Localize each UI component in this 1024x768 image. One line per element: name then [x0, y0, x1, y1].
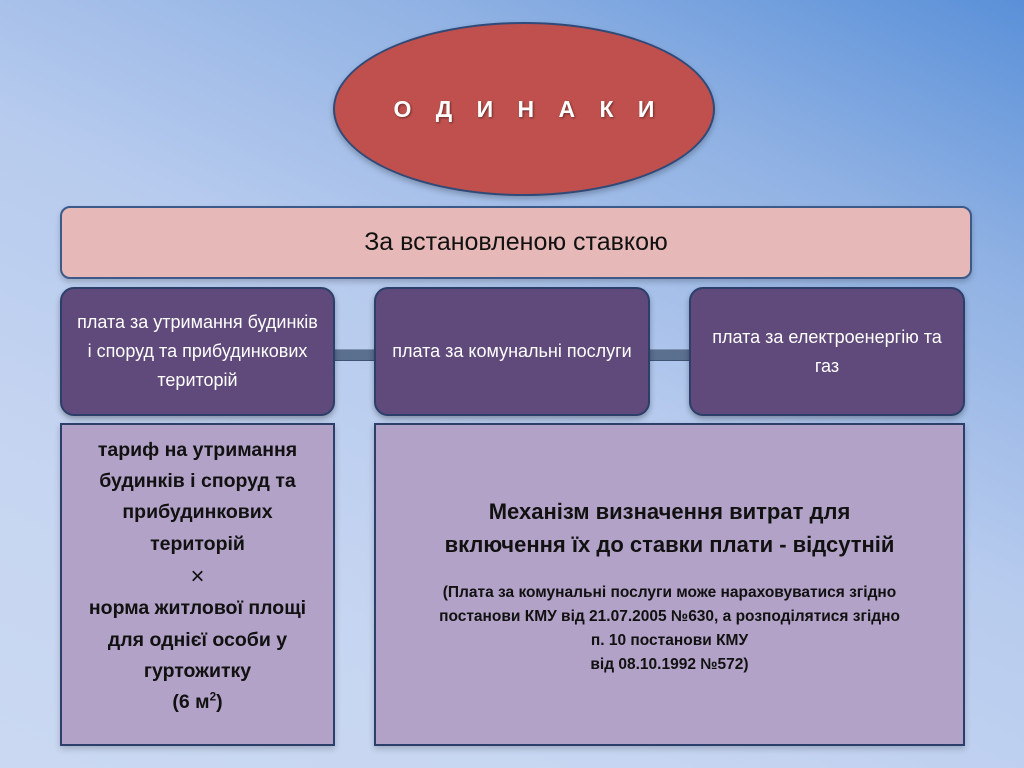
area-norm: (6 м2): [62, 687, 333, 718]
multiply-sign: ×: [190, 562, 205, 590]
formula-line: гуртожитку: [143, 659, 252, 682]
maintenance-formula: тариф на утримання будинків і споруд та …: [62, 435, 333, 718]
maintenance-formula-panel: тариф на утримання будинків і споруд та …: [60, 423, 335, 746]
mechanism-note: (Плата за комунальні послуги може нарахо…: [376, 581, 963, 677]
area-norm-exponent: 2: [209, 690, 217, 704]
mechanism-heading-line: включення їх до ставки плати - відсутній: [444, 532, 895, 557]
category-electricity-gas-label: плата за електроенергію та газ: [712, 326, 942, 376]
category-maintenance-label: плата за утримання будинків і споруд та …: [77, 312, 318, 390]
utilities-mechanism: Механізм визначення витрат для включення…: [376, 495, 963, 677]
title-oval: О Д И Н А К И: [333, 22, 715, 196]
mechanism-heading: Механізм визначення витрат для включення…: [376, 495, 963, 561]
formula-line: будинків і споруд та: [99, 470, 296, 493]
title-text: О Д И Н А К И: [393, 95, 664, 122]
utilities-mechanism-panel: Механізм визначення витрат для включення…: [374, 423, 965, 746]
note-line: від 08.10.1992 №572): [590, 656, 749, 674]
rate-banner: За встановленою ставкою: [60, 206, 972, 279]
formula-line: для однієї особи у: [107, 628, 288, 651]
note-line: (Плата за комунальні послуги може нарахо…: [442, 584, 897, 601]
category-maintenance: плата за утримання будинків і споруд та …: [60, 287, 335, 416]
area-norm-open: (6 м: [172, 690, 210, 713]
formula-line: норма житлової площі: [88, 597, 307, 620]
note-line: п. 10 постанови КМУ: [590, 632, 749, 650]
note-line: постанови КМУ від 21.07.2005 №630, а роз…: [439, 608, 900, 626]
formula-line: територій: [150, 532, 245, 555]
formula-line: прибудинкових: [122, 501, 273, 524]
banner-text: За встановленою ставкою: [364, 228, 668, 256]
category-utilities: плата за комунальні послуги: [374, 287, 650, 416]
area-norm-close: ): [216, 690, 223, 713]
mechanism-heading-line: Механізм визначення витрат для: [488, 499, 851, 524]
category-utilities-label: плата за комунальні послуги: [392, 341, 632, 362]
formula-line: тариф на утримання: [97, 439, 298, 461]
category-electricity-gas: плата за електроенергію та газ: [689, 287, 965, 416]
